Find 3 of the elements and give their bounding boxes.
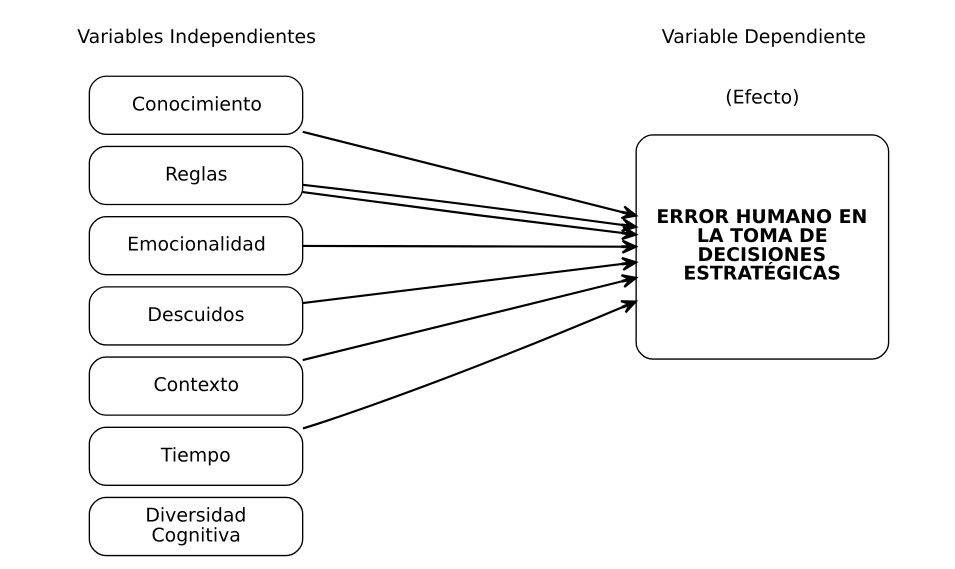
label: Variable Dependiente (662, 26, 866, 48)
label: (Efecto) (725, 86, 800, 109)
label: Variables Independientes (77, 26, 316, 48)
